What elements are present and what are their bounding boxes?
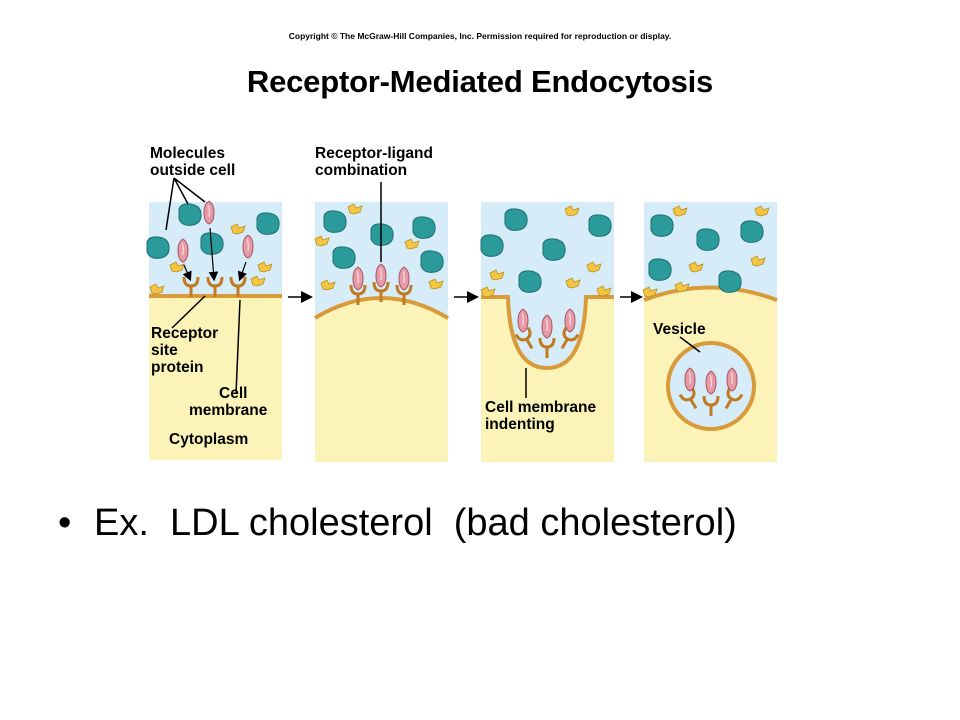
label-receptor-site-3: protein [151, 359, 204, 376]
panel-1 [146, 177, 282, 460]
bullet-point: • Ex. LDL cholesterol (bad cholesterol) [58, 502, 737, 545]
panel-4 [642, 202, 778, 462]
label-vesicle: Vesicle [653, 321, 706, 338]
panel-3 [480, 202, 614, 462]
label-cell-membrane-1: Cell [219, 385, 247, 402]
label-receptor-site-2: site [151, 342, 178, 359]
page-title: Receptor-Mediated Endocytosis [246, 64, 714, 99]
panel-2 [313, 182, 450, 462]
label-receptor-site-1: Receptor [151, 325, 218, 342]
copyright-notice: Copyright © The McGraw-Hill Companies, I… [288, 31, 672, 41]
label-indenting-1: Cell membrane [485, 399, 597, 416]
label-receptor-ligand-1: Receptor-ligand [315, 145, 433, 162]
label-molecules-outside-2: outside cell [150, 162, 235, 179]
bullet-marker: • [58, 502, 72, 544]
label-cytoplasm: Cytoplasm [169, 431, 248, 448]
label-receptor-ligand-2: combination [315, 162, 407, 179]
endocytosis-diagram: Molecules outside cell Receptor-ligand c… [146, 145, 778, 462]
label-cell-membrane-2: membrane [189, 402, 268, 419]
label-indenting-2: indenting [485, 416, 555, 433]
label-molecules-outside-1: Molecules [150, 145, 225, 162]
bullet-text: Ex. LDL cholesterol (bad cholesterol) [94, 502, 737, 544]
